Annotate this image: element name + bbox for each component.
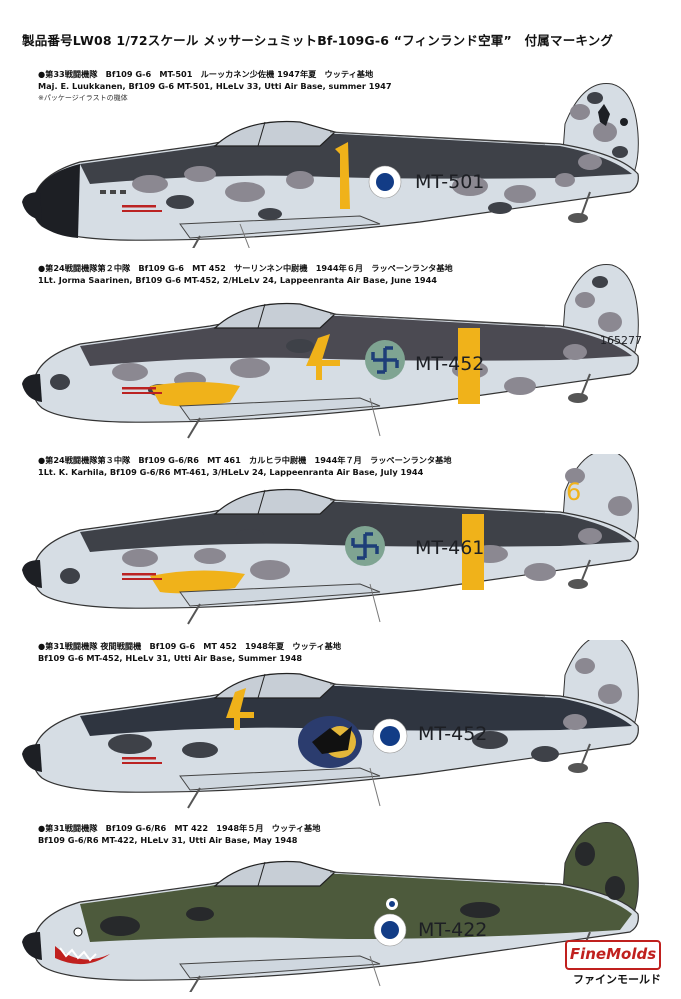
plane-profile: MT-452 — [22, 640, 639, 809]
section-mt452-night: ●第31戦闘機隊 夜間戦闘機 Bf109 G-6 MT 452 1948年夏 ウ… — [0, 640, 681, 810]
serial-text: MT-422 — [418, 919, 487, 941]
plane-profile: MT-461 6 — [22, 454, 639, 625]
caption-jp: ●第24戦闘機隊第３中隊 Bf109 G-6/R6 MT 461 カルヒラ中尉機… — [38, 455, 452, 465]
caption-en: Bf109 G-6 MT-452, HLeLv 31, Utti Air Bas… — [38, 653, 303, 663]
caption: ●第24戦闘機隊第２中隊 Bf109 G-6 MT 452 サーリンネン中尉機 … — [38, 262, 453, 286]
caption-jp: ●第31戦闘機隊 Bf109 G-6/R6 MT 422 1948年５月 ウッテ… — [38, 823, 321, 833]
caption-en: Maj. E. Luukkanen, Bf109 G-6 MT-501, HLe… — [38, 81, 392, 91]
caption: ●第31戦闘機隊 Bf109 G-6/R6 MT 422 1948年５月 ウッテ… — [38, 822, 320, 846]
caption-en: 1Lt. Jorma Saarinen, Bf109 G-6 MT-452, 2… — [38, 275, 437, 285]
caption-note: ※パッケージイラストの機体 — [38, 94, 128, 102]
plane-profile: MT-422 — [22, 822, 639, 992]
plane-profile: MT-452 165277 — [22, 264, 642, 439]
serial-text: MT-461 — [415, 537, 484, 559]
section-mt501: ●第33戦闘機隊 Bf109 G-6 MT-501 ルーッカネン少佐機 1947… — [0, 68, 681, 248]
code-text: 6 — [566, 478, 581, 506]
brand-logo: FineMolds ファインモールド — [565, 940, 661, 990]
caption: ●第33戦闘機隊 Bf109 G-6 MT-501 ルーッカネン少佐機 1947… — [38, 68, 392, 104]
caption-en: Bf109 G-6/R6 MT-422, HLeLv 31, Utti Air … — [38, 835, 298, 845]
serial-text: MT-452 — [418, 723, 487, 745]
serial-text: MT-452 — [415, 353, 484, 375]
section-mt461: ●第24戦闘機隊第３中隊 Bf109 G-6/R6 MT 461 カルヒラ中尉機… — [0, 454, 681, 626]
brand-wordmark: FineMolds — [565, 940, 661, 970]
page-title: 製品番号LW08 1/72スケール メッサーシュミットBf-109G-6 “フィ… — [22, 33, 614, 48]
caption: ●第24戦闘機隊第３中隊 Bf109 G-6/R6 MT 461 カルヒラ中尉機… — [38, 454, 452, 478]
caption-jp: ●第24戦闘機隊第２中隊 Bf109 G-6 MT 452 サーリンネン中尉機 … — [38, 263, 453, 273]
plane-profile: MT-501 — [22, 83, 639, 248]
serial-text: MT-501 — [415, 171, 484, 193]
section-mt422: ●第31戦闘機隊 Bf109 G-6/R6 MT 422 1948年５月 ウッテ… — [0, 822, 681, 992]
caption-en: 1Lt. K. Karhila, Bf109 G-6/R6 MT-461, 3/… — [38, 467, 424, 477]
section-mt452: ●第24戦闘機隊第２中隊 Bf109 G-6 MT 452 サーリンネン中尉機 … — [0, 262, 681, 440]
tail-number-text: 165277 — [600, 334, 642, 347]
caption: ●第31戦闘機隊 夜間戦闘機 Bf109 G-6 MT 452 1948年夏 ウ… — [38, 640, 341, 664]
brand-kana: ファインモールド — [573, 973, 661, 986]
caption-jp: ●第31戦闘機隊 夜間戦闘機 Bf109 G-6 MT 452 1948年夏 ウ… — [38, 641, 342, 651]
caption-jp: ●第33戦闘機隊 Bf109 G-6 MT-501 ルーッカネン少佐機 1947… — [38, 69, 374, 79]
